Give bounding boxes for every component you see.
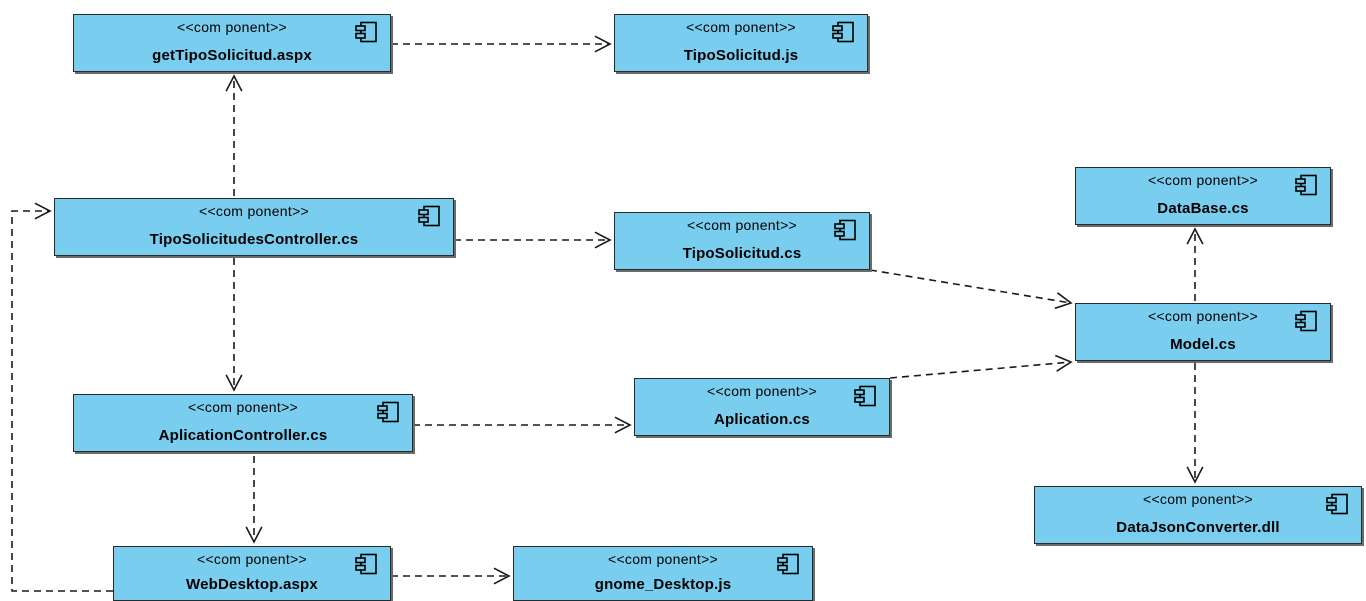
dependency-line <box>869 269 1072 304</box>
component-name: WebDesktop.aspx <box>186 576 318 593</box>
component-name: Model.cs <box>1170 336 1236 353</box>
component-tipoSolicitudesController[interactable]: <<com ponent>> TipoSolicitudesController.… <box>54 198 454 256</box>
component-icon <box>355 21 377 43</box>
dependency-arrowhead <box>1054 292 1073 310</box>
dependency-connectors <box>11 35 1204 592</box>
dependency-arrowhead <box>245 526 263 544</box>
component-name: getTipoSolicitud.aspx <box>152 47 312 64</box>
dependency-line <box>889 361 1072 379</box>
dependency-arrowhead <box>225 374 243 392</box>
component-model[interactable]: <<com ponent>> Model.cs <box>1075 303 1331 361</box>
component-stereotype: <<com ponent>> <box>685 19 797 35</box>
component-name: TipoSolicitud.js <box>683 47 799 64</box>
dependency-arrowhead <box>1186 227 1204 245</box>
component-icon <box>418 205 440 227</box>
component-stereotype: <<com ponent>> <box>1147 172 1259 188</box>
component-dataBase[interactable]: <<com ponent>> DataBase.cs <box>1075 167 1331 225</box>
component-stereotype: <<com ponent>> <box>706 383 818 399</box>
component-name: DataBase.cs <box>1157 200 1249 217</box>
dependency-arrowhead <box>594 35 612 53</box>
component-icon <box>355 553 377 575</box>
dependency-arrowhead <box>1054 354 1073 372</box>
dependency-arrowhead <box>225 74 243 92</box>
component-icon <box>1326 493 1348 515</box>
component-name: Aplication.cs <box>714 411 810 428</box>
dependency-arrowhead <box>493 567 511 585</box>
component-getTipoSolicitud[interactable]: <<com ponent>> getTipoSolicitud.aspx <box>73 14 391 72</box>
component-stereotype: <<com ponent>> <box>1147 308 1259 324</box>
component-name: TipoSolicitud.cs <box>682 245 802 262</box>
component-name: DataJsonConverter.dll <box>1116 519 1280 536</box>
component-icon <box>777 553 799 575</box>
component-webDesktop[interactable]: <<com ponent>> WebDesktop.aspx <box>113 546 391 601</box>
component-tipoSolicitudJs[interactable]: <<com ponent>> TipoSolicitud.js <box>614 14 868 72</box>
component-stereotype: <<com ponent>> <box>686 217 798 233</box>
component-icon <box>834 219 856 241</box>
dependency-arrowhead <box>34 202 52 220</box>
dependency-line <box>11 210 113 592</box>
component-tipoSolicitudCs[interactable]: <<com ponent>> TipoSolicitud.cs <box>614 212 870 270</box>
component-stereotype: <<com ponent>> <box>198 203 310 219</box>
component-icon <box>1295 310 1317 332</box>
component-icon <box>1295 174 1317 196</box>
component-stereotype: <<com ponent>> <box>176 19 288 35</box>
dependency-arrowhead <box>594 231 612 249</box>
dependency-arrowhead <box>614 416 632 434</box>
component-icon <box>377 401 399 423</box>
component-stereotype: <<com ponent>> <box>1142 491 1254 507</box>
component-name: TipoSolicitudesController.cs <box>149 231 359 248</box>
component-gnomeDesktop[interactable]: <<com ponent>> gnome_Desktop.js <box>513 546 813 601</box>
component-icon <box>854 385 876 407</box>
component-aplicationController[interactable]: <<com ponent>> AplicationController.cs <box>73 394 413 452</box>
component-name: AplicationController.cs <box>158 427 328 444</box>
component-icon <box>832 21 854 43</box>
component-stereotype: <<com ponent>> <box>196 551 308 567</box>
component-stereotype: <<com ponent>> <box>607 551 719 567</box>
component-dataJsonConverter[interactable]: <<com ponent>> DataJsonConverter.dll <box>1034 486 1362 544</box>
component-stereotype: <<com ponent>> <box>187 399 299 415</box>
component-aplication[interactable]: <<com ponent>> Aplication.cs <box>634 378 890 436</box>
dependency-arrowhead <box>1186 466 1204 484</box>
component-name: gnome_Desktop.js <box>594 576 732 593</box>
